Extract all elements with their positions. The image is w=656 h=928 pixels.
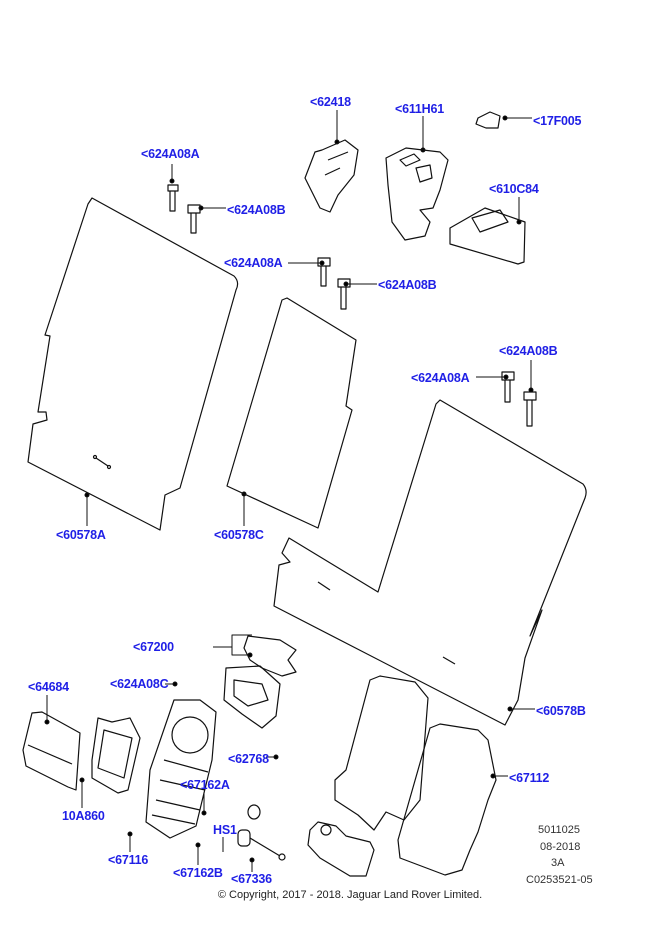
bracket-62418 bbox=[304, 139, 359, 213]
callout-60578B[interactable]: <60578B bbox=[536, 704, 586, 718]
diagram-revision: 3A bbox=[551, 857, 565, 869]
callout-67162B[interactable]: <67162B bbox=[173, 866, 223, 880]
diagram-code: 5011025 bbox=[538, 824, 581, 836]
callout-611H61[interactable]: <611H61 bbox=[395, 102, 444, 116]
callout-60578A[interactable]: <60578A bbox=[56, 528, 106, 542]
callout-67112[interactable]: <67112 bbox=[509, 771, 550, 785]
armrest-62768 bbox=[334, 675, 429, 831]
pad-64684 bbox=[22, 711, 81, 791]
callout-610C84[interactable]: <610C84 bbox=[489, 182, 539, 196]
callout-67336[interactable]: <67336 bbox=[231, 872, 272, 886]
clip-17F005 bbox=[475, 111, 501, 129]
callout-624A08B[interactable]: <624A08B bbox=[499, 344, 558, 358]
callout-62418[interactable]: <62418 bbox=[310, 95, 351, 109]
callout-624A08A[interactable]: <624A08A bbox=[141, 147, 200, 161]
diagram-reference: C0253521-05 bbox=[526, 874, 593, 886]
bezel-610C84 bbox=[449, 207, 526, 265]
bolts-624A08 bbox=[167, 184, 537, 427]
callout-624A08A[interactable]: <624A08A bbox=[411, 371, 470, 385]
callout-10A860[interactable]: 10A860 bbox=[62, 809, 105, 823]
callout-67200[interactable]: <67200 bbox=[133, 640, 174, 654]
cover-67112 bbox=[397, 723, 497, 876]
bracket-67200 bbox=[243, 635, 297, 677]
grommet-67162A bbox=[247, 804, 261, 820]
copyright-notice: © Copyright, 2017 - 2018. Jaguar Land Ro… bbox=[217, 889, 483, 901]
panel-60578A bbox=[27, 197, 239, 531]
housing-67116 bbox=[145, 699, 217, 839]
cupholder-624A08C bbox=[223, 665, 281, 729]
sleeve-67162B bbox=[237, 829, 286, 861]
bracket-611H61 bbox=[385, 147, 449, 241]
panel-60578C bbox=[226, 297, 357, 529]
callout-624A08B[interactable]: <624A08B bbox=[378, 278, 437, 292]
hinge-67336 bbox=[307, 821, 375, 877]
callout-67116[interactable]: <67116 bbox=[108, 853, 149, 867]
leader-lines bbox=[44, 110, 535, 872]
panel-60578B bbox=[273, 399, 587, 726]
callout-64684[interactable]: <64684 bbox=[28, 680, 69, 694]
lid-10A860 bbox=[91, 717, 141, 794]
callout-62768[interactable]: <62768 bbox=[228, 752, 269, 766]
callout-624A08A[interactable]: <624A08A bbox=[224, 256, 283, 270]
callout-67162A[interactable]: <67162A bbox=[180, 778, 230, 792]
callout-17F005[interactable]: <17F005 bbox=[533, 114, 582, 128]
callout-60578C[interactable]: <60578C bbox=[214, 528, 264, 542]
callout-624A08B[interactable]: <624A08B bbox=[227, 203, 286, 217]
callout-HS1[interactable]: HS1 bbox=[213, 823, 237, 837]
diagram-date: 08-2018 bbox=[540, 841, 581, 853]
callout-624A08C[interactable]: <624A08C bbox=[110, 677, 169, 691]
